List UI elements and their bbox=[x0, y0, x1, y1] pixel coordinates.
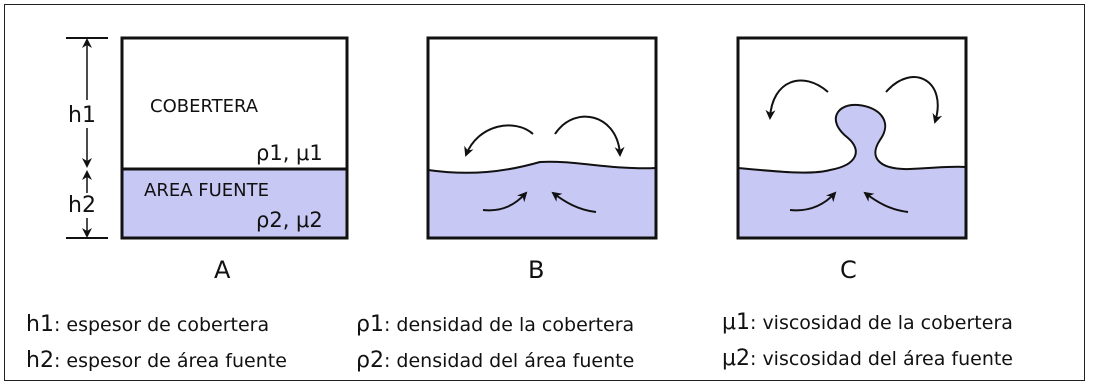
legend-h2-symbol: h2 bbox=[26, 348, 54, 373]
panel-b-source-arrow-left bbox=[482, 191, 528, 212]
legend-rho2-text: : densidad del área fuente bbox=[383, 350, 635, 372]
legend-mu1-text: : viscosidad de la cobertera bbox=[750, 312, 1013, 334]
legend-mu2-text: : viscosidad del área fuente bbox=[750, 348, 1013, 370]
cover-layer-label: COBERTERA bbox=[150, 96, 259, 117]
panel-b-box bbox=[426, 36, 658, 240]
panel-a: h1 h2 COBERTERA ρ1, μ1 AREA FUENTE ρ2, μ… bbox=[66, 36, 349, 284]
panel-a-box bbox=[120, 36, 349, 240]
source-layer-fill bbox=[122, 169, 347, 238]
legend-rho1-symbol: ρ1 bbox=[356, 312, 384, 337]
panel-c-flow-arrow-left bbox=[765, 79, 829, 120]
panel-b-caption: B bbox=[528, 256, 544, 284]
diagram-frame bbox=[4, 4, 1085, 381]
legend-mu2-symbol: μ2 bbox=[722, 346, 750, 371]
legend-mu1: μ1: viscosidad de la cobertera bbox=[722, 310, 1013, 335]
panel-a-caption: A bbox=[214, 256, 231, 284]
panel-b: B bbox=[426, 36, 658, 284]
panel-c-source-arrow-left bbox=[789, 191, 837, 212]
legend-h1-text: : espesor de cobertera bbox=[53, 314, 270, 336]
source-layer-label: AREA FUENTE bbox=[144, 180, 269, 201]
panel-b-flow-arrow-right bbox=[554, 115, 625, 157]
legend-mu1-symbol: μ1 bbox=[722, 310, 750, 335]
panel-b-source-fill bbox=[428, 161, 656, 238]
h1-label: h1 bbox=[68, 103, 96, 128]
panel-b-interface bbox=[427, 160, 657, 174]
panel-c-caption: C bbox=[840, 256, 857, 284]
legend-rho1-text: : densidad de la cobertera bbox=[383, 314, 635, 336]
panel-c-interface bbox=[737, 103, 967, 174]
legend-rho1: ρ1: densidad de la cobertera bbox=[356, 312, 634, 337]
legend-h1-symbol: h1 bbox=[26, 312, 54, 337]
legend-mu2: μ2: viscosidad del área fuente bbox=[722, 346, 1013, 371]
source-layer-props: ρ2, μ2 bbox=[256, 208, 323, 232]
legend-rho2-symbol: ρ2 bbox=[356, 348, 384, 373]
cover-layer-props: ρ1, μ1 bbox=[256, 141, 323, 165]
panel-c-box bbox=[736, 36, 968, 240]
panel-c-source-arrow-right bbox=[863, 191, 909, 213]
panel-b-flow-arrow-left bbox=[464, 124, 534, 157]
panel-c-flow-arrow-right bbox=[885, 76, 943, 124]
legend-h2-text: : espesor de área fuente bbox=[53, 350, 287, 372]
panel-c: C bbox=[736, 36, 968, 284]
h2-label: h2 bbox=[68, 193, 96, 218]
panel-c-diapir-fill bbox=[738, 104, 966, 238]
panel-b-source-arrow-right bbox=[551, 191, 597, 213]
legend-h2: h2: espesor de área fuente bbox=[26, 348, 287, 373]
legend-h1: h1: espesor de cobertera bbox=[26, 312, 269, 337]
legend-rho2: ρ2: densidad del área fuente bbox=[356, 348, 634, 373]
